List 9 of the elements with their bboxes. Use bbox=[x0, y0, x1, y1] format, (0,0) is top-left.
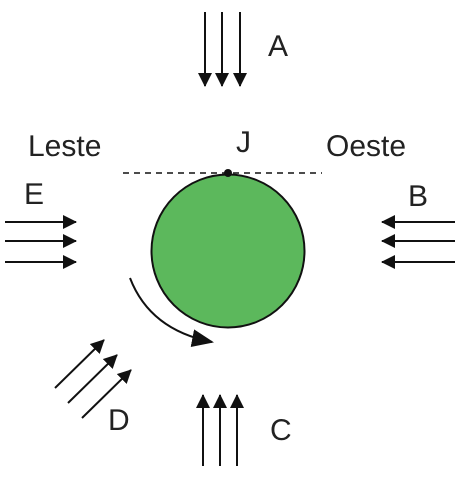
direction-label: C bbox=[270, 416, 292, 446]
direction-label: B bbox=[408, 182, 428, 212]
sphere bbox=[150, 173, 306, 329]
compass-label: Oeste bbox=[326, 132, 406, 162]
direction-label: E bbox=[24, 180, 44, 210]
direction-label: D bbox=[108, 406, 130, 436]
compass-label: Leste bbox=[28, 132, 102, 162]
point-label: J bbox=[236, 128, 251, 158]
direction-label: A bbox=[268, 32, 288, 62]
